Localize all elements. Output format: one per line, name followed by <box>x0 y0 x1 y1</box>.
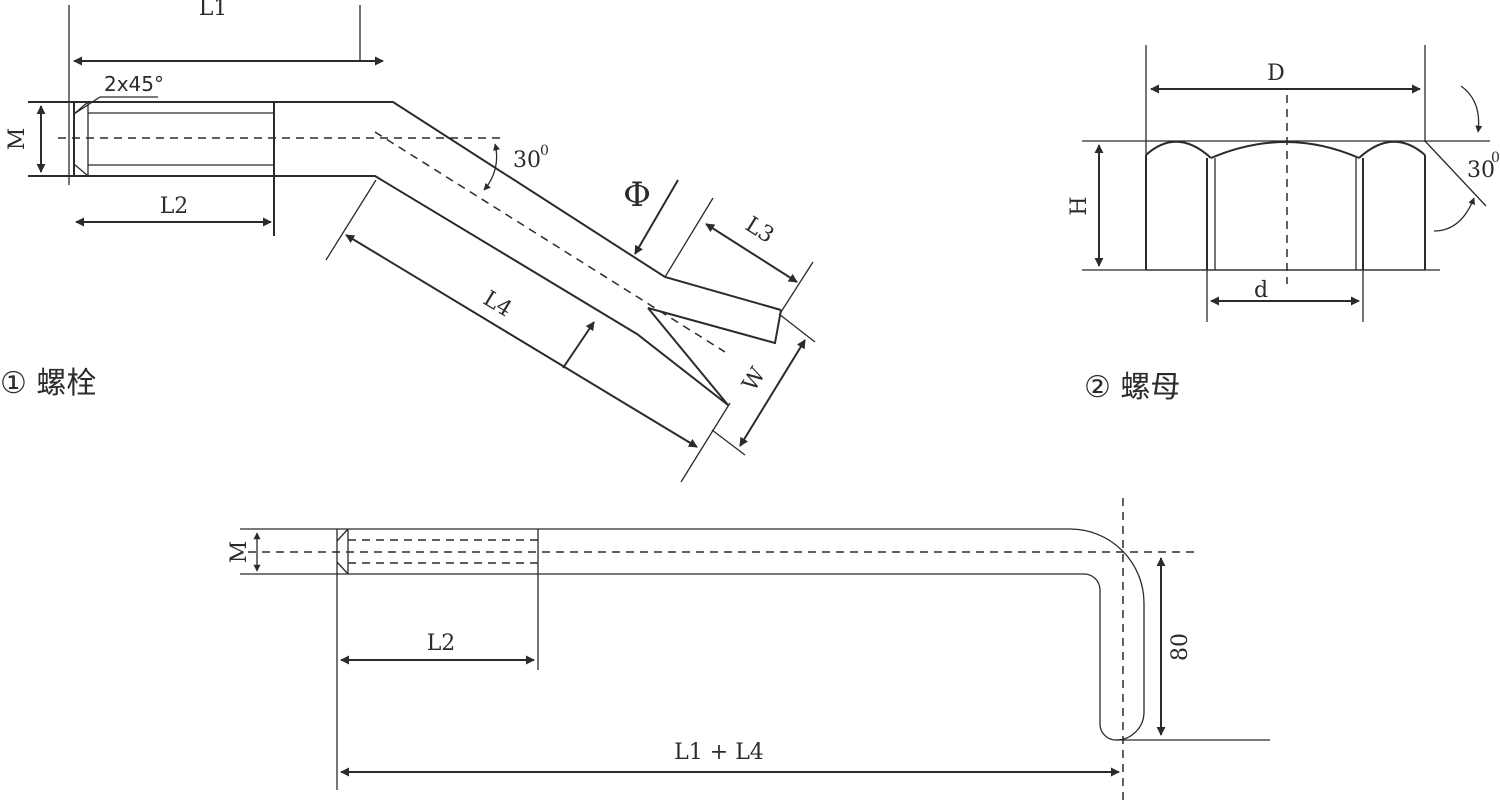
bolt-phi-leader <box>634 179 679 255</box>
nut-caption: ② 螺母 <box>1084 370 1180 405</box>
bolt-l4-extension-end <box>680 402 731 483</box>
nut-angle-degree: 0 <box>1491 150 1500 166</box>
nut-d-inner-label: d <box>1254 278 1268 303</box>
bolt-l4-leader <box>562 321 595 369</box>
nut-chamfer-arc-middle <box>1210 141 1360 159</box>
nut-chamfer-arc-left <box>1145 140 1212 159</box>
nut-chamfer-angle-line <box>1424 140 1487 207</box>
hook-bolt-outline <box>240 528 1145 741</box>
hook-total-label: L1 + L4 <box>674 740 764 765</box>
bolt-fork-upper <box>647 307 782 345</box>
bolt-phi-label: Φ <box>623 175 651 215</box>
nut-chamfer-arc-right <box>1358 140 1426 159</box>
hook-bolt-view: M L2 L1 + L4 80 <box>227 498 1270 800</box>
bolt-l3-label: L3 <box>741 212 779 248</box>
bolt-l4-label: L4 <box>479 286 516 322</box>
nut-angle-value: 30 <box>1467 158 1495 183</box>
nut-h-label: H <box>1067 196 1092 215</box>
nut-d-outer-label: D <box>1267 61 1285 86</box>
hook-80-label: 80 <box>1168 633 1193 661</box>
bolt-angle-arc <box>483 143 500 191</box>
chamfer-label: 2x45° <box>104 72 164 96</box>
bolt-view: L1 2x45° M L2 30 0 L4 <box>0 0 816 483</box>
nut-angle-arrow-top <box>1460 85 1483 133</box>
hook-chamfer-top <box>336 528 349 542</box>
bolt-w-extension-bottom <box>711 429 746 456</box>
bolt-angle-value: 30 <box>513 148 541 173</box>
bolt-fork-lower <box>647 307 729 406</box>
bolt-w-label: W <box>738 363 771 396</box>
bolt-w-dimension-line <box>739 339 806 447</box>
bolt-l3-dimension-line <box>705 223 798 283</box>
bolt-l4-extension-start <box>325 179 377 261</box>
bolt-l3-extension-line <box>780 261 814 313</box>
nut-view: D H d 30 0 ② 螺母 <box>1067 45 1500 405</box>
bolt-l2-label: L2 <box>160 194 189 219</box>
hook-chamfer-bottom <box>336 561 349 575</box>
bolt-top-outline <box>28 101 782 311</box>
bolt-bent-centerline <box>374 131 726 353</box>
chamfer-bottom <box>73 163 89 177</box>
bolt-l1-label: L1 <box>199 0 228 21</box>
bolt-phi-extension-line <box>664 197 714 278</box>
hook-m-label: M <box>227 541 252 564</box>
bolt-l4-dimension-line <box>345 234 698 448</box>
bolt-caption: ① 螺栓 <box>0 366 96 401</box>
nut-angle-arrow-bottom <box>1433 197 1475 232</box>
hook-l2-label: L2 <box>427 631 456 656</box>
bolt-m-label: M <box>5 128 30 151</box>
bolt-angle-degree: 0 <box>540 143 549 159</box>
chamfer-top <box>73 101 89 115</box>
chamfer-leader <box>73 96 158 115</box>
bolt-w-extension-top <box>778 313 816 343</box>
